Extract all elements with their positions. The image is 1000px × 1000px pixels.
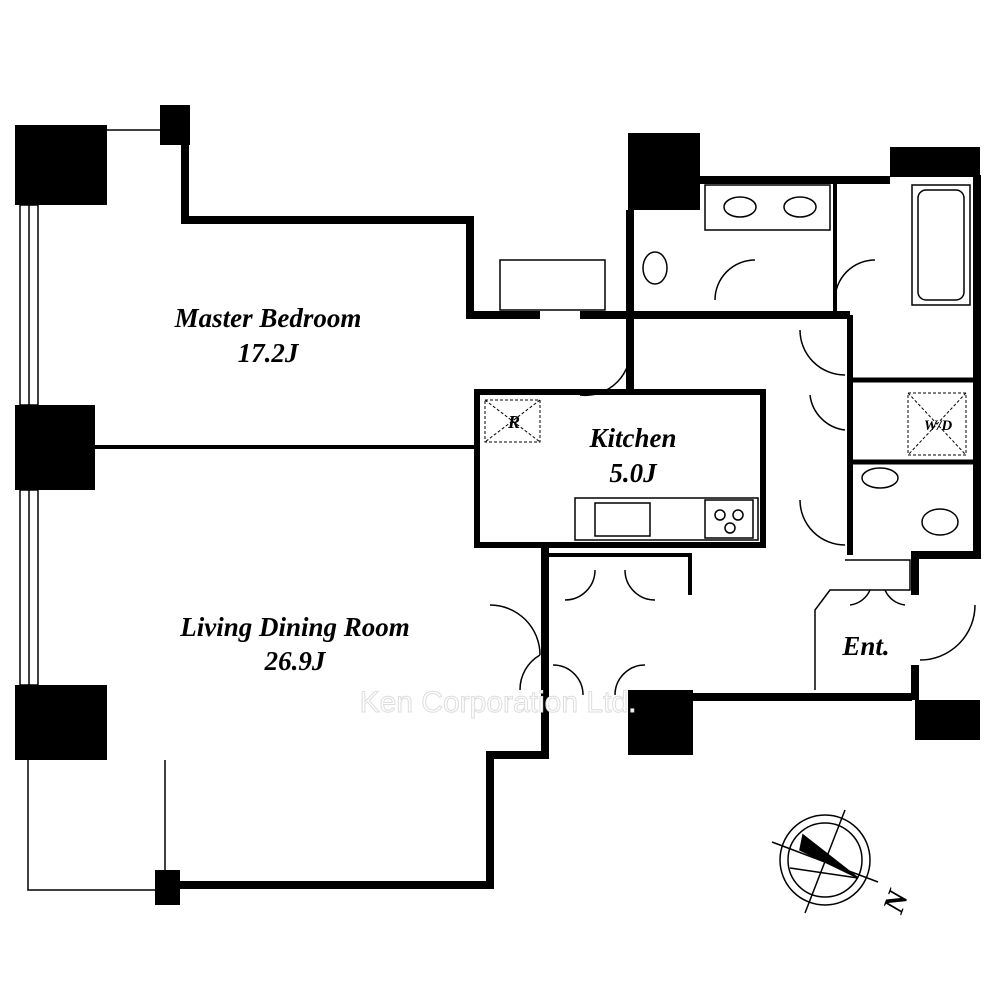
living-dining-size: 26.9J (264, 646, 327, 676)
north-label: N (877, 885, 916, 919)
watermark: Ken Corporation Ltd. (360, 686, 637, 719)
washer-dryer: W/D (907, 392, 967, 456)
entrance-label: Ent. (841, 631, 889, 661)
kitchen-name: Kitchen (588, 423, 676, 453)
washer-dryer-label: W/D (924, 418, 953, 434)
living-dining-name: Living Dining Room (179, 612, 410, 642)
master-bedroom-size: 17.2J (238, 338, 300, 368)
kitchen-size: 5.0J (609, 458, 658, 488)
refrigerator-label: R (507, 412, 520, 432)
refrigerator: R (484, 399, 541, 443)
walls (95, 140, 981, 889)
pillars (15, 105, 980, 905)
fixtures (19, 129, 976, 891)
master-bedroom-name: Master Bedroom (174, 303, 362, 333)
compass-icon: N (771, 809, 916, 919)
